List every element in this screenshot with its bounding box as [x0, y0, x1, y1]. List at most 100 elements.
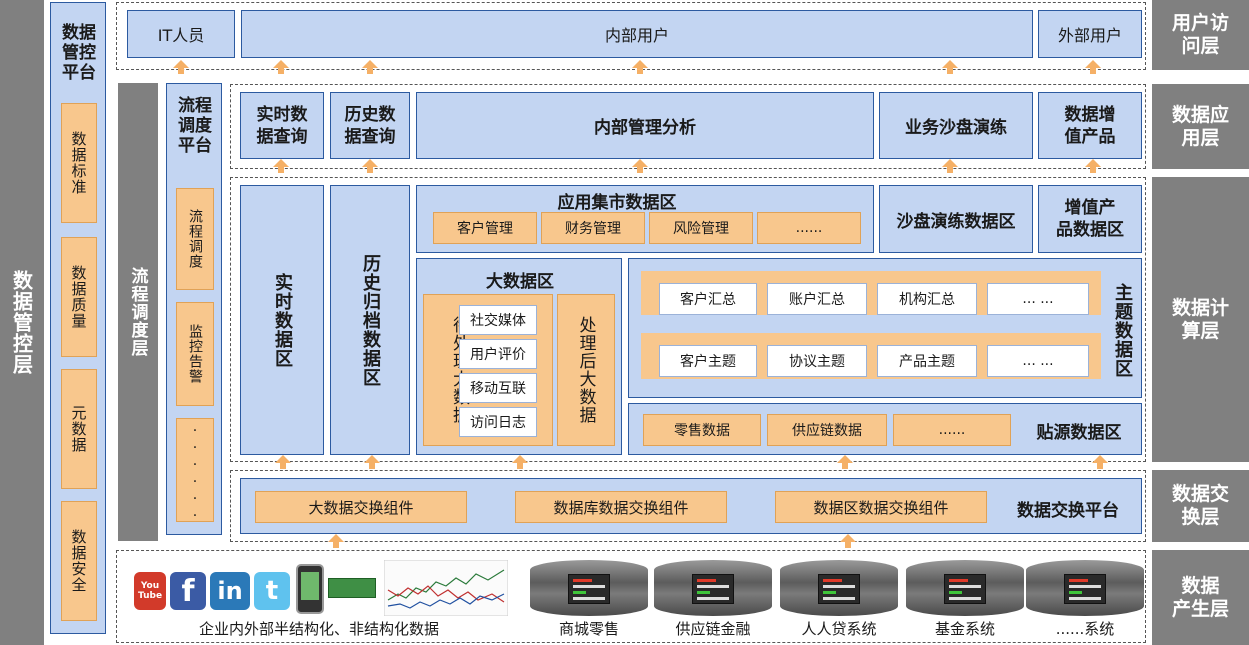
facebook-icon-text: f: [181, 573, 195, 609]
schedule-item-more-label: ......: [187, 419, 203, 521]
mobile-device-icon: [296, 564, 324, 614]
source-item-retail[interactable]: 零售数据: [643, 414, 761, 446]
up-arrow-stem: [1097, 463, 1103, 469]
db-icon-supplychain: [654, 560, 772, 616]
subject-item-account-summary[interactable]: 账户汇总: [767, 283, 867, 315]
governance-item-quality[interactable]: 数据质量: [61, 237, 97, 357]
schedule-layer-label: 流程调度层: [118, 83, 158, 541]
access-external-users[interactable]: 外部用户: [1038, 10, 1142, 58]
up-arrow-icon: [328, 534, 344, 542]
bigdata-source-mobile[interactable]: 移动互联: [459, 373, 537, 403]
layer-label-generation: 数据 产生层: [1152, 550, 1249, 645]
subject-item-customer-summary[interactable]: 客户汇总: [659, 283, 757, 315]
exchange-bigdata-component[interactable]: 大数据交换组件: [255, 491, 467, 523]
up-arrow-icon: [942, 60, 958, 68]
bigdata-source-social[interactable]: 社交媒体: [459, 305, 537, 335]
mart-item-finance[interactable]: 财务管理: [541, 212, 645, 244]
up-arrow-icon: [942, 159, 958, 167]
db-panel: [568, 574, 610, 604]
compute-sandbox-zone[interactable]: 沙盘演练数据区: [879, 185, 1033, 253]
up-arrow-icon: [173, 60, 189, 68]
up-arrow-stem: [278, 68, 284, 74]
system-label-p2p: 人人贷系统: [801, 620, 877, 638]
access-it-staff[interactable]: IT人员: [127, 10, 235, 58]
bigdata-processed-label: 处理后大数据: [575, 316, 596, 424]
subject-item-customer-theme[interactable]: 客户主题: [659, 345, 757, 377]
up-arrow-icon: [275, 455, 291, 463]
up-arrow-icon: [1085, 60, 1101, 68]
up-arrow-stem: [637, 167, 643, 173]
db-panel: [944, 574, 986, 604]
governance-item-standard[interactable]: 数据标准: [61, 103, 97, 223]
governance-item-metadata-label: 元数据: [69, 405, 88, 453]
up-arrow-stem: [278, 167, 284, 173]
governance-layer-label: 数据管控层: [0, 0, 44, 645]
compute-realtime-zone[interactable]: 实时数据区: [240, 185, 324, 455]
app-value-products[interactable]: 数据增 值产品: [1038, 92, 1142, 159]
compute-history-zone[interactable]: 历史归档数据区: [330, 185, 410, 455]
mart-item-customer[interactable]: 客户管理: [433, 212, 537, 244]
subject-item-more-2[interactable]: ... ...: [987, 345, 1089, 377]
subject-item-org-summary[interactable]: 机构汇总: [877, 283, 977, 315]
subject-item-agreement-theme[interactable]: 协议主题: [767, 345, 867, 377]
schedule-item-more[interactable]: ......: [176, 418, 214, 522]
schedule-item-monitor[interactable]: 监控告警: [176, 302, 214, 406]
source-zone-label: 贴源数据区: [1036, 422, 1122, 443]
bigdata-source-logs[interactable]: 访问日志: [459, 407, 537, 437]
layer-label-access: 用户访 问层: [1152, 0, 1249, 70]
linkedin-icon-text: in: [217, 577, 243, 605]
up-arrow-icon: [273, 60, 289, 68]
governance-item-metadata[interactable]: 元数据: [61, 369, 97, 489]
db-icon-p2p: [780, 560, 898, 616]
db-panel: [818, 574, 860, 604]
exchange-db-component[interactable]: 数据库数据交换组件: [515, 491, 727, 523]
up-arrow-icon: [1092, 455, 1108, 463]
source-item-supplychain[interactable]: 供应链数据: [767, 414, 887, 446]
up-arrow-icon: [362, 159, 378, 167]
up-arrow-icon: [362, 60, 378, 68]
schedule-item-flow[interactable]: 流程调度: [176, 188, 214, 290]
governance-item-security-label: 数据安全: [69, 529, 88, 593]
generation-layer-frame: [116, 550, 1146, 643]
governance-item-security[interactable]: 数据安全: [61, 501, 97, 621]
mobile-screen-icon: [301, 572, 319, 600]
up-arrow-stem: [637, 68, 643, 74]
compute-value-zone[interactable]: 增值产 品数据区: [1038, 185, 1142, 253]
up-arrow-icon: [364, 455, 380, 463]
bigdata-title: 大数据区: [486, 272, 554, 292]
up-arrow-icon: [512, 455, 528, 463]
app-history-query[interactable]: 历史数 据查询: [330, 92, 410, 159]
mart-item-risk[interactable]: 风险管理: [649, 212, 753, 244]
schedule-platform: 流程 调度 平台 流程调度 监控告警 ......: [166, 83, 222, 535]
exchange-platform-label: 数据交换平台: [1017, 500, 1119, 521]
access-internal-users[interactable]: 内部用户: [241, 10, 1033, 58]
governance-layer-text: 数据管控层: [9, 270, 34, 375]
compute-source-zone: 零售数据 供应链数据 ...... 贴源数据区: [628, 403, 1142, 455]
generation-external-caption: 企业内外部半结构化、非结构化数据: [198, 620, 439, 638]
governance-platform: 数据 管控 平台 数据标准 数据质量 元数据 数据安全: [50, 2, 106, 634]
subject-item-product-theme[interactable]: 产品主题: [877, 345, 977, 377]
circuit-board-icon: [328, 578, 376, 598]
schedule-platform-title: 流程 调度 平台: [178, 96, 212, 156]
app-sandbox[interactable]: 业务沙盘演练: [879, 92, 1033, 159]
up-arrow-icon: [632, 60, 648, 68]
up-arrow-icon: [840, 534, 856, 542]
exchange-zone-component[interactable]: 数据区数据交换组件: [775, 491, 987, 523]
bigdata-source-reviews[interactable]: 用户评价: [459, 339, 537, 369]
app-internal-analysis[interactable]: 内部管理分析: [416, 92, 874, 159]
up-arrow-stem: [367, 167, 373, 173]
compute-subject-zone: 客户汇总 账户汇总 机构汇总 ... ... 客户主题 协议主题 产品主题 ..…: [628, 258, 1142, 398]
up-arrow-stem: [367, 68, 373, 74]
subject-item-more-1[interactable]: ... ...: [987, 283, 1089, 315]
source-item-more[interactable]: ......: [893, 414, 1011, 446]
up-arrow-stem: [517, 463, 523, 469]
system-label-other: ......系统: [1055, 620, 1115, 638]
up-arrow-stem: [947, 167, 953, 173]
db-icon-other: [1026, 560, 1144, 616]
subject-zone-label: 主题数据区: [1105, 267, 1139, 393]
subject-zone-label-text: 主题数据区: [1112, 282, 1133, 378]
mart-item-more[interactable]: ......: [757, 212, 861, 244]
app-realtime-query[interactable]: 实时数 据查询: [240, 92, 324, 159]
bigdata-processed-box[interactable]: 处理后大数据: [557, 294, 615, 446]
stock-chart-icon: [384, 560, 508, 616]
